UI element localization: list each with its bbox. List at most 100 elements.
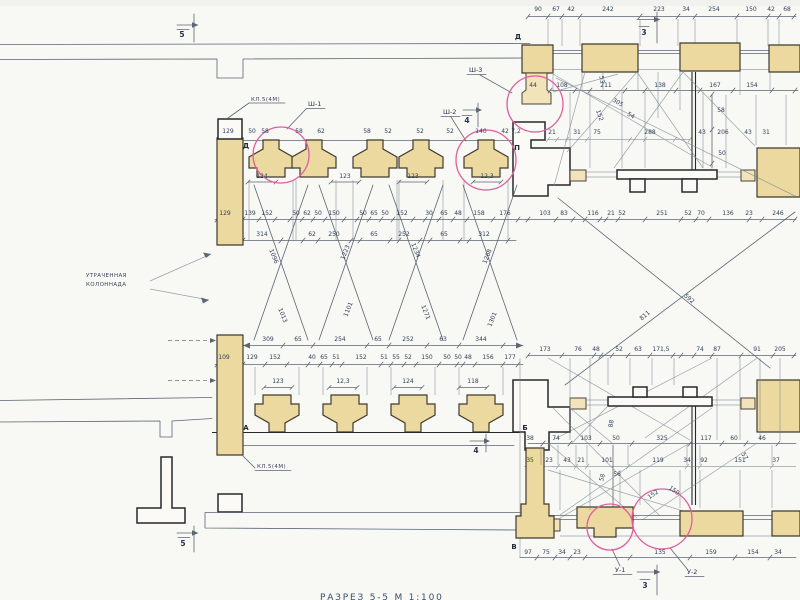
dim-label: 57 xyxy=(739,451,749,461)
dim-label: 42 xyxy=(501,128,509,135)
dim-label: 50 xyxy=(612,435,620,442)
lost-colonnade-arrows xyxy=(149,253,212,301)
dim-label: 250 xyxy=(328,231,340,238)
section-flag-5-top xyxy=(176,13,199,43)
dim-label: 129 xyxy=(219,210,231,217)
wall-double-line xyxy=(691,72,697,170)
dim-label: 129 xyxy=(222,128,234,135)
dim-label: 74 xyxy=(696,346,704,353)
dim-label: 123 xyxy=(407,173,419,180)
dim-label: 31 xyxy=(573,129,581,136)
dim-label: 55 xyxy=(392,354,400,361)
dim-label: 140 xyxy=(475,128,487,135)
dim-label: 50 xyxy=(248,128,256,135)
dim-label: 83 xyxy=(560,210,568,217)
capital-low-1 xyxy=(254,394,300,433)
dim-label: 314 xyxy=(256,231,268,238)
dim-label: 46 xyxy=(758,435,766,442)
axis-dash-arrows xyxy=(210,338,216,383)
lost-colonnade-arrowheads xyxy=(201,252,211,304)
pier-top-right xyxy=(512,121,571,197)
dim-label: 76 xyxy=(574,346,582,353)
leader-lines xyxy=(227,74,689,571)
dim-label: 138 xyxy=(654,82,666,89)
top-right-dim-chain xyxy=(525,13,797,20)
dim-label: 171,5 xyxy=(652,346,669,353)
vert-dim-line xyxy=(709,91,715,169)
drawing-caption: РАЗРЕЗ 5-5 М 1:100 xyxy=(320,593,444,600)
dim-label: 34 xyxy=(682,6,690,13)
detail-circle xyxy=(455,129,517,191)
pier-bottom-right xyxy=(512,379,571,451)
dim-label: 42 xyxy=(767,6,775,13)
extension-lines-lower xyxy=(254,367,504,395)
capital-low-3 xyxy=(390,394,436,433)
dim-label: 65 xyxy=(374,336,382,343)
survey-diagonals xyxy=(253,184,518,341)
dim-label: 65 xyxy=(370,231,378,238)
dim-label: 37 xyxy=(772,457,780,464)
dim-label: 152 xyxy=(355,354,367,361)
dim-label: 43 xyxy=(744,129,752,136)
dim-label: 158 xyxy=(473,210,485,217)
section-numeral: 3 xyxy=(642,581,647,590)
dim-label: 288 xyxy=(644,129,656,136)
scan-edge-top xyxy=(0,0,800,6)
wall-band-top xyxy=(0,43,531,79)
capital-top-1 xyxy=(248,139,294,178)
dim-label: 52 xyxy=(446,128,454,135)
section-numeral: 3 xyxy=(641,28,646,37)
dim-label: 103 xyxy=(539,210,551,217)
wall-band-lower-left xyxy=(0,397,213,438)
lost-colonnade-label-line1: УТРАЧЕННАЯ xyxy=(86,273,127,279)
dim-label: 54 xyxy=(626,111,636,121)
dim-label: 58 xyxy=(717,107,725,114)
dim-label: 251 xyxy=(656,210,668,217)
dim-label: 150 xyxy=(328,210,340,217)
dim-label: 109 xyxy=(218,354,230,361)
dim-label: 50 xyxy=(314,210,322,217)
detail-marker-label: Ш-2 xyxy=(443,108,456,116)
dim-label: 325 xyxy=(656,435,668,442)
dim-label: 124 xyxy=(256,173,268,180)
dim-label: 151 xyxy=(734,457,746,464)
section-numeral: 4 xyxy=(473,446,478,455)
dim-label: 34 xyxy=(683,457,691,464)
dim-label: 65 xyxy=(440,210,448,217)
kl-label-top: КЛ.5(4М) xyxy=(251,97,280,103)
section-numeral: 5 xyxy=(179,30,184,39)
pier-tab-right xyxy=(740,169,756,182)
dim-label: 58 xyxy=(295,128,303,135)
dim-label: 63 xyxy=(439,336,447,343)
dim-label: 167 xyxy=(709,82,721,89)
dim-label: 44 xyxy=(529,82,537,89)
dim-label: 68 xyxy=(783,6,791,13)
dim-label: 135 xyxy=(654,549,666,556)
dim-label: 52 xyxy=(416,128,424,135)
dim-label: 305 xyxy=(611,97,625,109)
dim-label: 40 xyxy=(308,354,316,361)
dim-label: 51 xyxy=(380,354,388,361)
section-numeral: 4 xyxy=(464,116,469,125)
br-column-left xyxy=(515,447,555,539)
dim-label: 74 xyxy=(552,435,560,442)
dim-label: 52 xyxy=(384,128,392,135)
dim-label: 136 xyxy=(722,210,734,217)
dim-label: 50 xyxy=(454,354,462,361)
dim-label: 62 xyxy=(308,231,316,238)
dim-label: 67 xyxy=(552,6,560,13)
dim-label: 156 xyxy=(482,354,494,361)
detail-marker-label: Ш-3 xyxy=(469,66,482,74)
dim-label: 23 xyxy=(545,457,553,464)
dim-label: 173 xyxy=(539,346,551,353)
br-chain-355 xyxy=(525,352,797,359)
dim-label: 103 xyxy=(580,435,592,442)
dim-label: 119 xyxy=(652,457,664,464)
dim-label: 242 xyxy=(602,6,614,13)
bench-bottom-rails xyxy=(586,399,741,406)
dim-label: 223 xyxy=(653,6,665,13)
dim-label: 152 xyxy=(269,354,281,361)
